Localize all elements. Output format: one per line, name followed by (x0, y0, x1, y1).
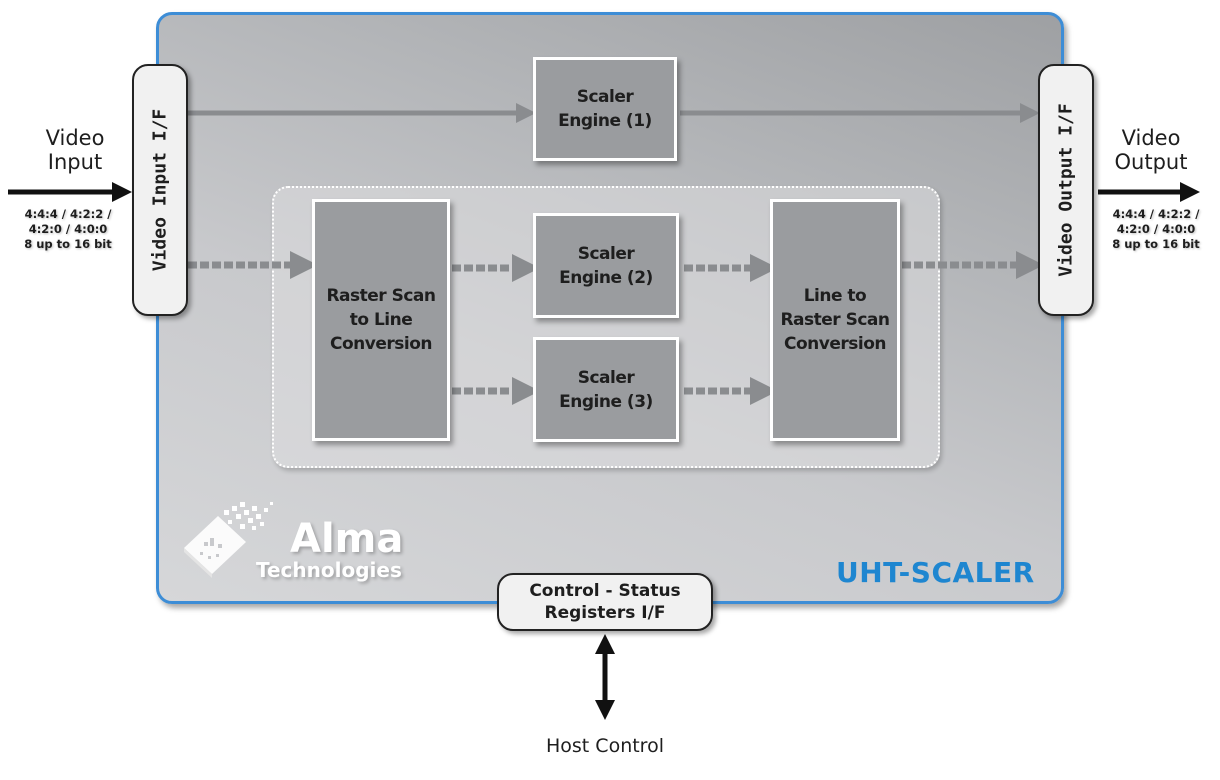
control-status-interface: Control - Status Registers I/F (497, 573, 713, 631)
scaler-engine-3: Scaler Engine (3) (533, 337, 679, 442)
raster-to-line-label: Raster Scan to Line Conversion (326, 286, 436, 354)
video-input-label: Video Input (45, 126, 105, 174)
scaler-engine-3-label: Scaler Engine (3) (559, 367, 653, 412)
raster-to-line-block: Raster Scan to Line Conversion (312, 199, 450, 441)
scaler-engine-2: Scaler Engine (2) (533, 213, 679, 318)
product-name: UHT-SCALER (836, 556, 1035, 589)
control-status-label: Control - Status Registers I/F (529, 581, 681, 623)
video-output-interface-label: Video Output I/F (1055, 103, 1077, 277)
line-to-raster-block: Line to Raster Scan Conversion (770, 199, 900, 441)
line-to-raster-label: Line to Raster Scan Conversion (780, 286, 890, 354)
scaler-engine-1-label: Scaler Engine (1) (558, 87, 652, 131)
alma-logo-icon (180, 498, 280, 578)
video-output-formats: 4:4:4 / 4:2:2 / 4:2:0 / 4:0:0 8 up to 16… (1112, 207, 1200, 251)
logo-subtitle: Technologies (256, 558, 402, 582)
logo-name: Alma (290, 516, 404, 562)
video-input-interface: Video Input I/F (132, 64, 188, 316)
video-input-interface-label: Video Input I/F (149, 108, 171, 272)
scaler-engine-2-label: Scaler Engine (2) (559, 243, 653, 288)
host-control-label: Host Control (546, 735, 664, 757)
video-output-interface: Video Output I/F (1038, 64, 1094, 316)
video-input-formats: 4:4:4 / 4:2:2 / 4:2:0 / 4:0:0 8 up to 16… (24, 207, 112, 251)
video-output-label: Video Output (1114, 126, 1188, 174)
scaler-engine-1: Scaler Engine (1) (533, 57, 677, 161)
